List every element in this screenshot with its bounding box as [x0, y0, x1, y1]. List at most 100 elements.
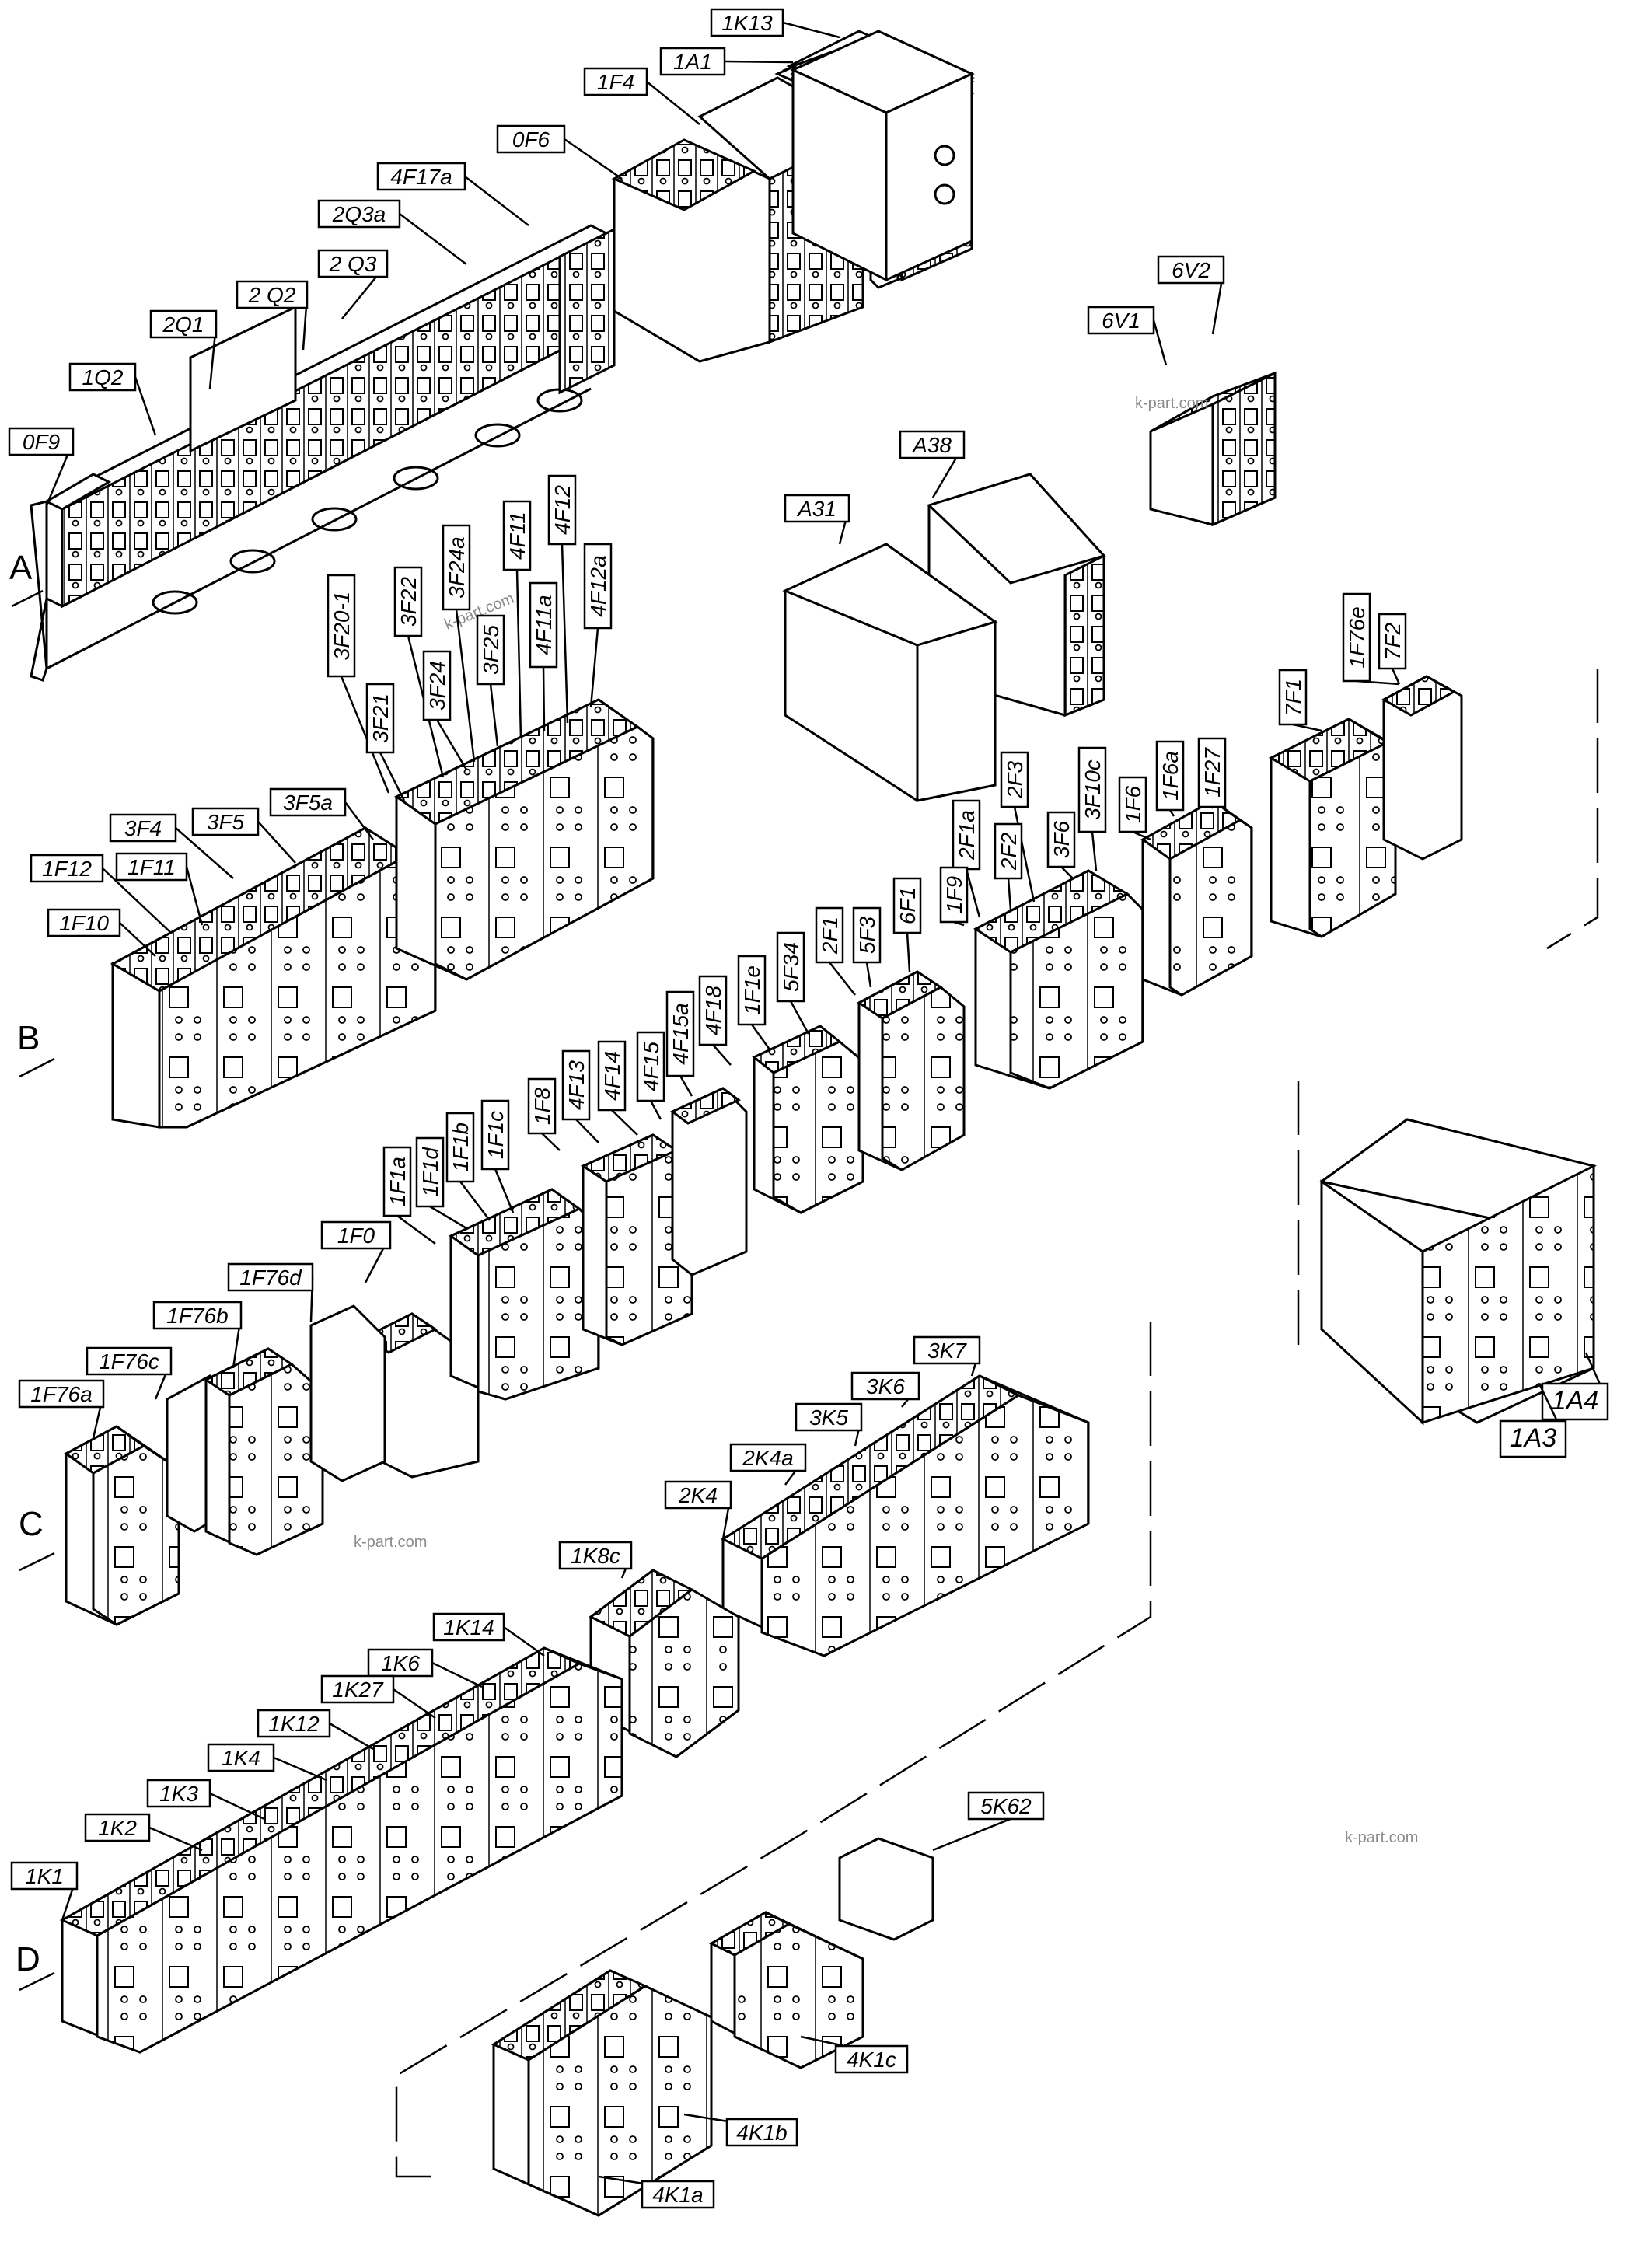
label-6v2: 6V2: [1157, 255, 1225, 335]
label-box: [367, 1648, 434, 1678]
leader-line: [399, 213, 467, 265]
label-box: [327, 574, 356, 678]
label-box: [502, 500, 532, 571]
label-6f1: 6F1: [892, 877, 922, 972]
label-text: 1K3: [159, 1782, 198, 1806]
label-box: [47, 908, 121, 937]
label-1f76a: 1F76a: [18, 1379, 105, 1439]
label-text: 5K62: [980, 1794, 1032, 1818]
label-1k12: 1K12: [257, 1709, 374, 1751]
label-text: 4K1b: [736, 2121, 787, 2145]
label-text: A31: [796, 497, 836, 521]
label-text: 1F1c: [484, 1111, 508, 1159]
label-3f20-1: 3F20-1: [327, 574, 390, 794]
label-text: 2K4a: [742, 1446, 793, 1470]
label-text: 1F1b: [449, 1123, 473, 1172]
label-5f34: 5F34: [776, 931, 810, 1035]
label-box: [784, 494, 850, 523]
label-box: [527, 1077, 557, 1135]
leader-line: [396, 1214, 436, 1245]
leader-line: [273, 1756, 327, 1782]
label-text: 1F76b: [166, 1304, 228, 1328]
label-box: [939, 866, 969, 924]
label-4f12: 4F12: [547, 474, 577, 724]
label-2q3: 2 Q3: [317, 249, 389, 319]
label-2f1a: 2F1a: [952, 799, 981, 918]
label-1f76e: 1F76e: [1342, 592, 1400, 686]
label-box: [561, 1049, 591, 1121]
label-text: 2F2: [997, 832, 1021, 871]
label-4f11a: 4F11a: [529, 581, 558, 731]
label-text: 0F6: [512, 127, 550, 152]
label-1f1a: 1F1a: [382, 1146, 436, 1245]
label-1f12: 1F12: [30, 854, 172, 934]
label-1a1: 1A1: [659, 47, 794, 76]
leader-line: [329, 1722, 374, 1751]
label-box: [529, 581, 558, 669]
label-box: [320, 1220, 392, 1250]
label-box: [1197, 737, 1227, 808]
leader-line: [724, 60, 794, 64]
label-2k4: 2K4: [664, 1480, 732, 1540]
label-text: 5F34: [779, 942, 803, 992]
label-text: 3K7: [927, 1339, 967, 1363]
label-text: 3F20-1: [330, 592, 354, 661]
label-text: 6V1: [1102, 309, 1140, 333]
label-box: [10, 1861, 79, 1891]
label-2f2: 2F2: [994, 822, 1023, 910]
row-b-breakers: [110, 675, 1463, 1129]
label-text: 3F21: [368, 693, 393, 743]
leader-line: [649, 1100, 662, 1120]
label-text: 4F15: [639, 1042, 663, 1091]
label-text: 2 Q3: [329, 252, 377, 276]
label-box: [320, 1674, 395, 1704]
label-text: 3F6: [1050, 820, 1074, 858]
label-4k1c: 4K1c: [800, 2035, 909, 2074]
label-box: [1077, 746, 1107, 833]
label-1f9: 1F9: [939, 866, 969, 927]
label-2f3: 2F3: [1000, 751, 1036, 903]
label-box: [236, 280, 309, 309]
label-box: [994, 822, 1023, 880]
label-box: [415, 1136, 445, 1208]
leader-line: [575, 1119, 599, 1143]
label-text: 4F12: [550, 485, 575, 535]
label-1f76d: 1F76d: [227, 1262, 314, 1322]
label-text: 1K4: [222, 1746, 260, 1770]
label-text: 2 Q2: [248, 283, 296, 307]
leader-line: [965, 868, 981, 918]
label-2k4a: 2K4a: [729, 1443, 807, 1486]
label-4f15a: 4F15a: [665, 990, 695, 1097]
label-text: 2Q1: [162, 312, 204, 337]
row-d-contactors: [59, 1646, 934, 2217]
label-box: [18, 1379, 105, 1409]
leader-line: [906, 932, 911, 972]
label-box: [850, 1371, 920, 1401]
label-text: 2K4: [678, 1483, 718, 1507]
leader-line: [1091, 831, 1098, 871]
label-2f1: 2F1: [815, 906, 856, 996]
label-box: [1278, 669, 1308, 726]
label-box: [207, 1743, 275, 1772]
module-6v: [1149, 371, 1277, 527]
label-1k1: 1K1: [10, 1861, 79, 1921]
label-text: 3K6: [866, 1374, 905, 1398]
label-text: 1F1d: [418, 1147, 442, 1197]
label-box: [899, 430, 966, 459]
label-box: [257, 1709, 331, 1738]
label-box: [376, 162, 466, 191]
label-1k4: 1K4: [207, 1743, 327, 1782]
label-box: [269, 787, 347, 817]
label-text: 1K12: [268, 1712, 320, 1736]
label-0f6: 0F6: [496, 124, 623, 180]
label-text: 3F10c: [1081, 759, 1105, 820]
row-c-lower: [64, 1304, 1090, 1758]
label-text: 4K1c: [847, 2048, 896, 2072]
leader-line: [712, 1044, 732, 1066]
label-1k27: 1K27: [320, 1674, 436, 1720]
label-text: 1K14: [443, 1615, 494, 1639]
label-box: [665, 990, 695, 1077]
label-box: [729, 1443, 807, 1472]
label-box: [109, 813, 177, 843]
